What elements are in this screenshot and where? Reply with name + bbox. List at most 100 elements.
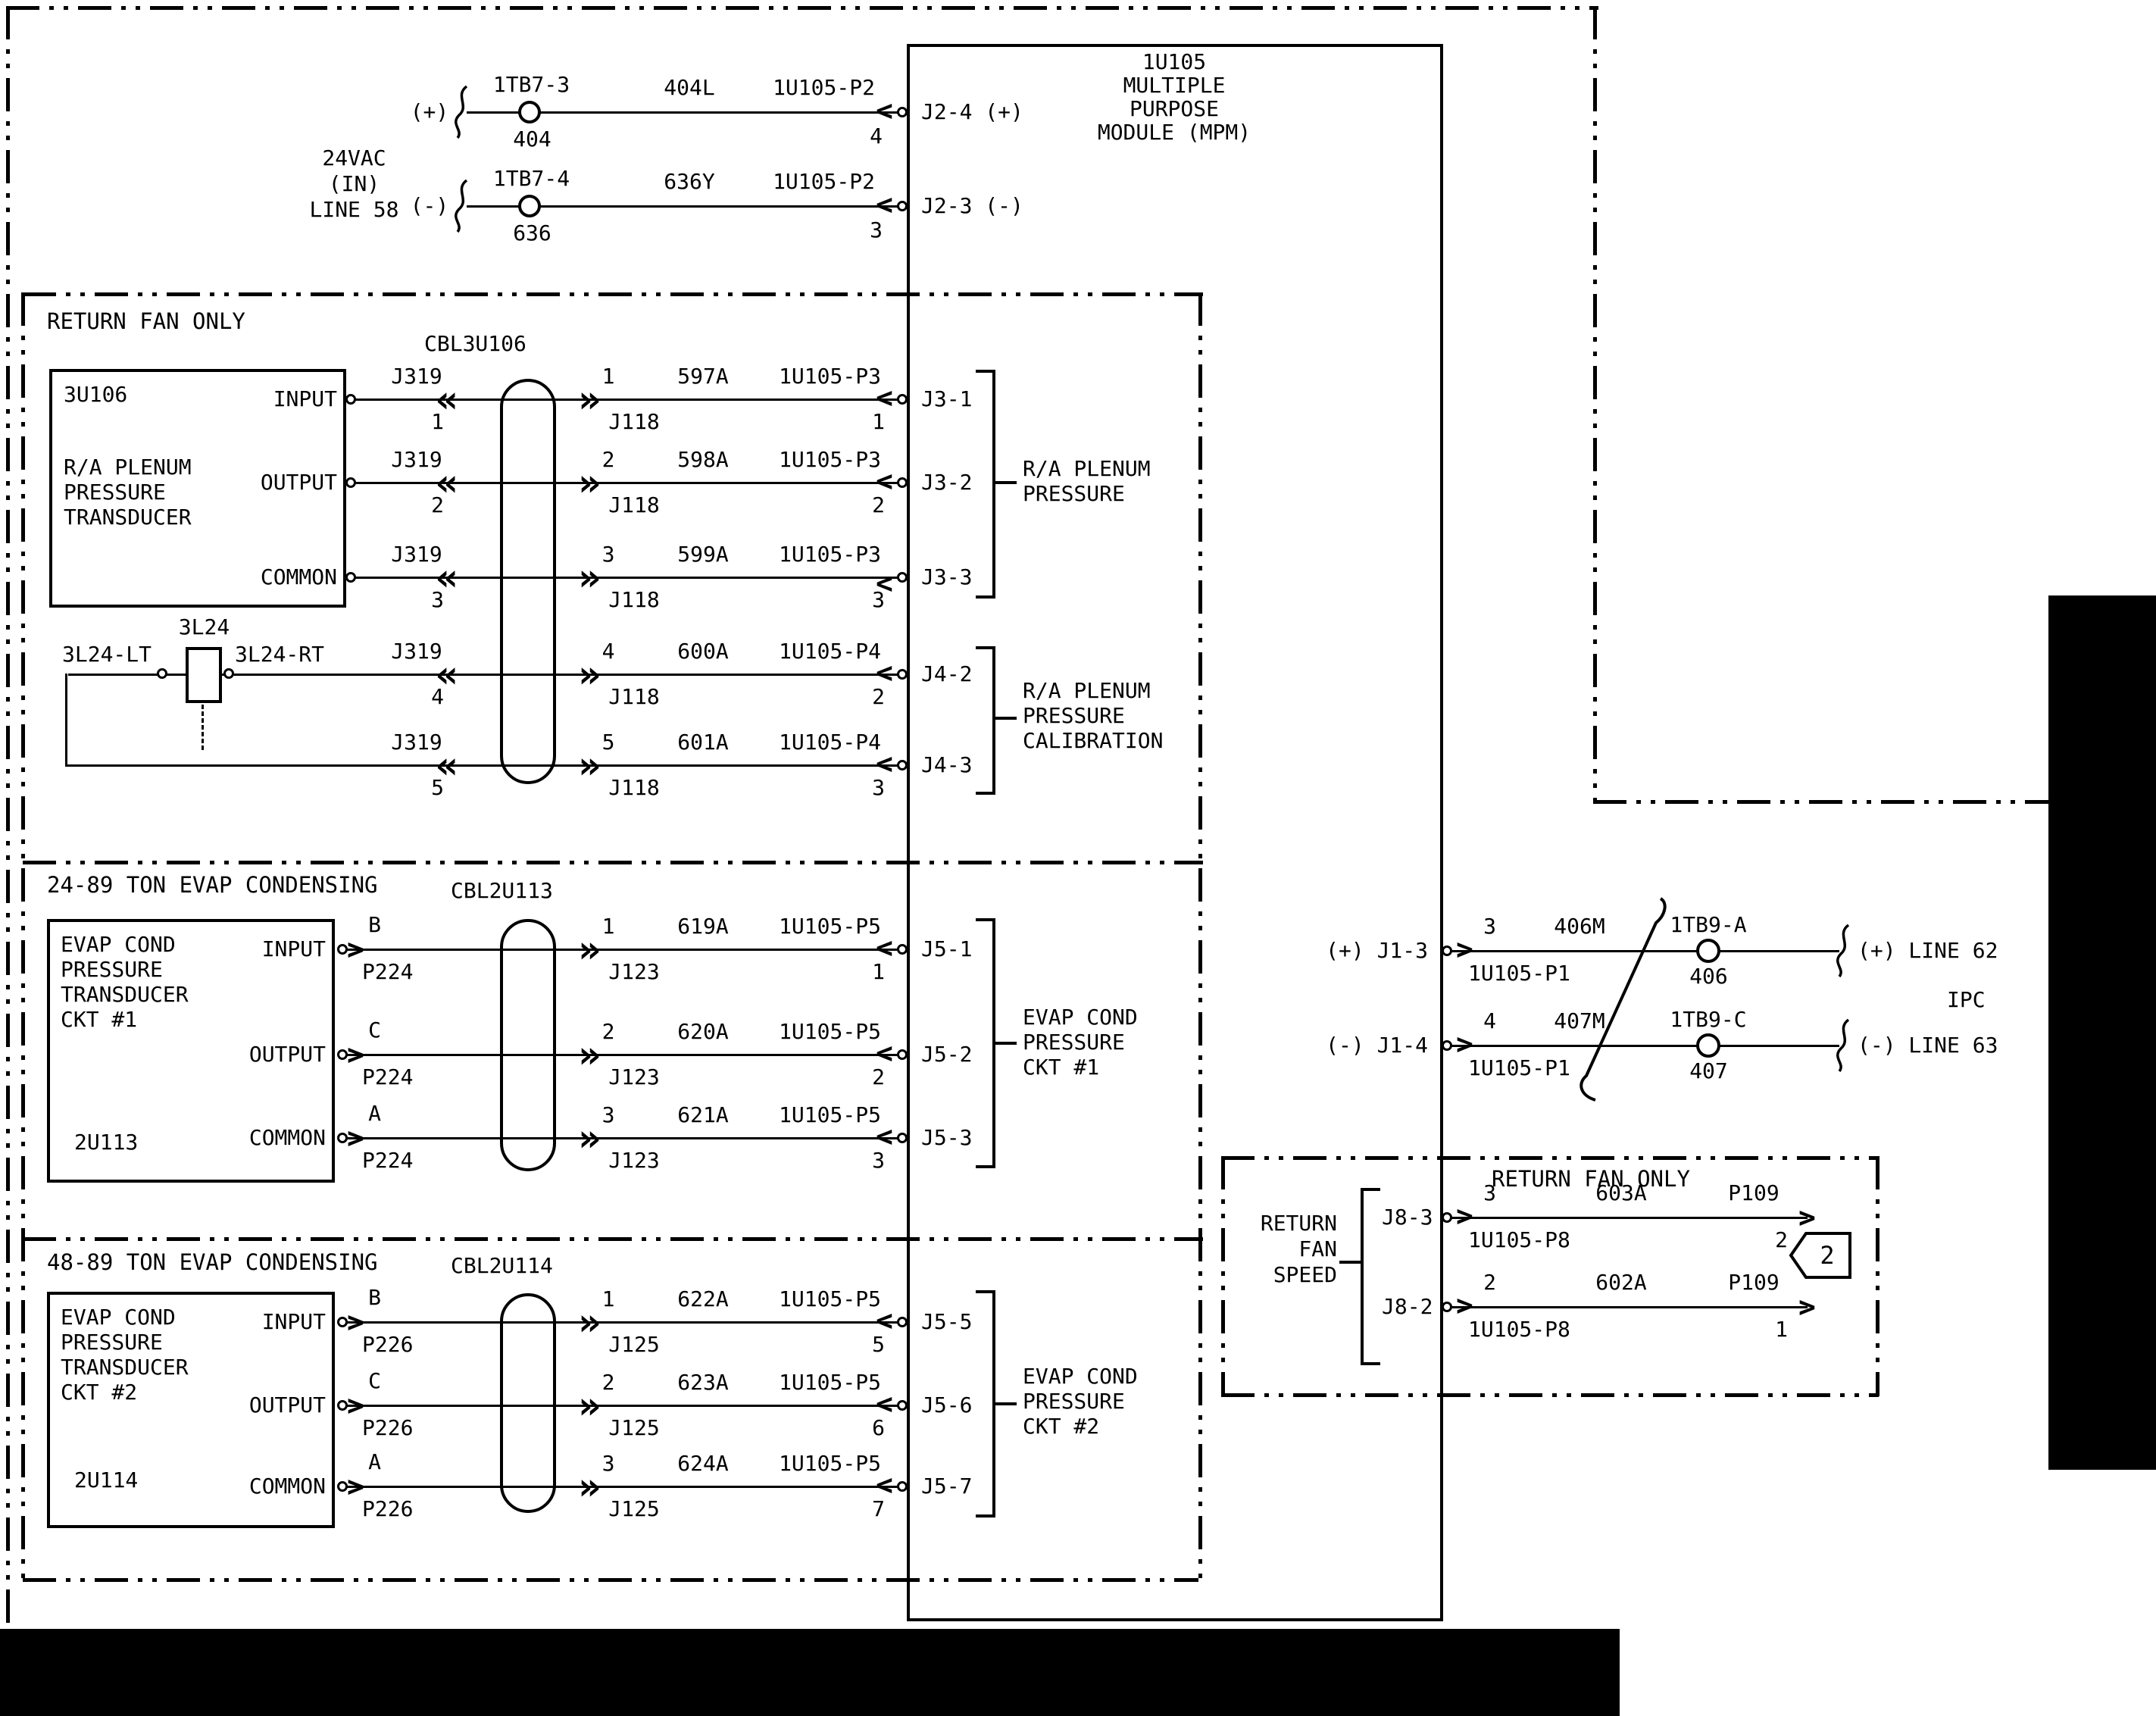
jack-ref: J4-3 <box>921 752 973 777</box>
outer-border-right <box>1593 6 1597 803</box>
connector-ref: J319 <box>391 542 442 567</box>
wire-id: 597A <box>677 364 729 389</box>
device-id: 2U113 <box>74 1130 139 1155</box>
wire-id: 623A <box>677 1370 729 1395</box>
connector-ref: J125 <box>608 1332 660 1357</box>
pin-number: 3 <box>431 587 444 612</box>
jack-ref: J5-6 <box>921 1392 973 1417</box>
pin-number: 2 <box>872 492 885 517</box>
pin-circle <box>897 1400 908 1411</box>
device-pin-label: INPUT <box>273 386 337 411</box>
wire-id: 636Y <box>664 169 715 194</box>
pin-circle <box>157 668 167 679</box>
plug-pin-icon: > <box>347 1038 364 1071</box>
dashed-box-line <box>23 861 1203 864</box>
pin-circle <box>345 572 356 583</box>
wire-id: 622A <box>677 1286 729 1311</box>
group-bracket <box>976 370 995 599</box>
pin-number: 2 <box>601 447 615 472</box>
connector-ref: P224 <box>362 959 414 984</box>
plug-ref: 1U105-P5 <box>779 1286 881 1311</box>
plug-ref: 1U105-P5 <box>779 1451 881 1476</box>
jack-ref: J5-7 <box>921 1474 973 1499</box>
terminal-number: 404 <box>513 127 551 152</box>
pin-circle <box>897 760 908 770</box>
wire-id: 406M <box>1554 914 1605 939</box>
cable-shield <box>500 1293 556 1513</box>
dashed-box-line <box>21 292 25 1582</box>
device-desc: EVAP COND PRESSURE TRANSDUCER CKT #2 <box>61 1305 189 1405</box>
pin-letter: B <box>368 912 381 937</box>
pin-circle <box>897 1133 908 1143</box>
device-id: 2U114 <box>74 1468 139 1493</box>
jack-ref: J2-4 (+) <box>921 99 1023 124</box>
jack-ref: (+) J1-3 <box>1326 938 1428 963</box>
wire <box>342 1321 907 1324</box>
mating-connector-icon: » <box>577 1464 601 1508</box>
plug-ref: 1U105-P3 <box>779 542 881 567</box>
edge-connector-icon: > <box>1456 933 1473 966</box>
connector-ref: J125 <box>608 1415 660 1440</box>
bracket-tick <box>995 717 1017 720</box>
dashed-box-line <box>23 292 1203 296</box>
plug-ref: 1U105-P3 <box>779 447 881 472</box>
mating-connector-icon: » <box>577 1033 601 1077</box>
dashed-box-line <box>1198 292 1202 1582</box>
pin-number: 3 <box>872 587 885 612</box>
pin-number: 3 <box>870 217 883 242</box>
wire <box>1451 1217 1808 1219</box>
edge-connector-icon: > <box>1456 1289 1473 1322</box>
mating-connector-icon: » <box>577 1116 601 1160</box>
pin-number: 3 <box>1483 914 1496 939</box>
connector-ref: J118 <box>608 775 660 800</box>
pin-circle <box>1442 946 1452 956</box>
dashed-box-line <box>1876 1156 1879 1396</box>
plug-ref: 1U105-P8 <box>1468 1317 1570 1342</box>
terminal-number: 406 <box>1689 964 1728 989</box>
outer-border-top <box>6 6 1598 10</box>
wire-id: 619A <box>677 914 729 939</box>
wire-id: 620A <box>677 1019 729 1044</box>
mating-connector-icon: « <box>435 652 459 696</box>
switch-actuator-dash <box>202 705 204 750</box>
cable-label: CBL2U114 <box>451 1253 553 1278</box>
device-desc: R/A PLENUM PRESSURE TRANSDUCER <box>64 455 192 530</box>
group-label: R/A PLENUM PRESSURE <box>1023 456 1151 506</box>
terminal-circle <box>1696 1033 1720 1058</box>
wire-id: 603A <box>1595 1180 1647 1205</box>
bracket-tick <box>1339 1261 1362 1264</box>
switch-3l24-box <box>186 647 222 703</box>
plug-ref: 1U105-P5 <box>779 1370 881 1395</box>
wire <box>350 577 907 579</box>
mating-connector-icon: » <box>577 555 601 599</box>
device-pin-label: INPUT <box>261 936 326 961</box>
pin-circle <box>1442 1040 1452 1051</box>
mating-connector-icon: » <box>577 461 601 505</box>
pin-number: 2 <box>1775 1227 1788 1252</box>
plug-pin-icon: > <box>347 1305 364 1339</box>
wire <box>67 764 907 767</box>
bracket-tick <box>995 1402 1017 1405</box>
terminal-ref: 1TB7-4 <box>492 166 570 191</box>
pin-number: 3 <box>601 1451 615 1476</box>
pin-circle <box>897 572 908 583</box>
terminal-circle <box>1696 939 1720 963</box>
pin-number: 1 <box>601 1286 615 1311</box>
pin-number: 6 <box>872 1415 885 1440</box>
jack-ref: J3-3 <box>921 564 973 589</box>
pin-number: 1 <box>872 959 885 984</box>
pin-circle <box>337 1481 348 1492</box>
wire <box>1451 950 1839 952</box>
device-id: 3U106 <box>64 382 128 407</box>
terminal-ref: 1TB7-3 <box>492 72 570 97</box>
dashed-box-line <box>1221 1156 1225 1396</box>
polarity-label: (+) <box>410 99 449 124</box>
connector-ref: P226 <box>362 1496 414 1521</box>
pin-circle <box>897 394 908 405</box>
mating-connector-icon: » <box>577 927 601 971</box>
pin-circle <box>223 668 234 679</box>
wire-id: 624A <box>677 1451 729 1476</box>
pin-number: 1 <box>601 914 615 939</box>
connector-ref: P109 <box>1728 1180 1779 1205</box>
